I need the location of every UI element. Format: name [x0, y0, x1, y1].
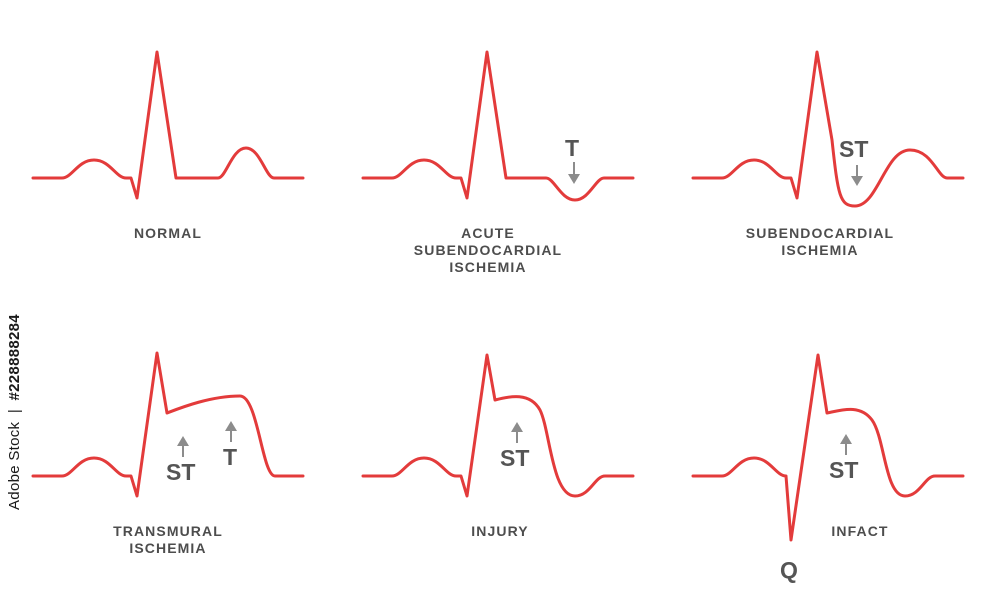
caption-line: ISCHEMIA [449, 259, 527, 275]
marker-t: T [223, 444, 238, 470]
caption-subendo: SUBENDOCARDIAL ISCHEMIA [735, 225, 905, 259]
caption-line: SUBENDOCARDIAL [413, 242, 563, 258]
marker-st: ST [166, 459, 196, 485]
caption-injury: INJURY [440, 523, 560, 540]
caption-line: ISCHEMIA [781, 242, 859, 258]
ecg-trace-infact [691, 353, 965, 542]
marker-st: ST [500, 445, 530, 471]
ecg-trace-transmural [31, 351, 305, 498]
ecg-trace-acute [361, 50, 635, 202]
caption-line: INJURY [471, 523, 529, 539]
ecg-trace-normal [31, 50, 305, 200]
caption-line: ACUTE [461, 225, 515, 241]
caption-line: SUBENDOCARDIAL [745, 225, 895, 241]
stock-separator: | [6, 408, 23, 414]
marker-st: ST [829, 457, 859, 483]
caption-infact: INFACT [800, 523, 920, 540]
arrow-down-icon [568, 162, 580, 184]
ecg-trace-subendo [691, 50, 965, 208]
caption-transmural: TRANSMURAL ISCHEMIA [98, 523, 238, 557]
marker-t: T [565, 135, 580, 161]
arrow-up-icon [225, 421, 237, 442]
stock-watermark: Adobe Stock | #228888284 [6, 314, 23, 510]
caption-line: INFACT [831, 523, 889, 539]
caption-line: TRANSMURAL [113, 523, 223, 539]
caption-line: ISCHEMIA [129, 540, 207, 556]
ecg-trace-injury [361, 353, 635, 498]
arrow-up-icon [177, 436, 189, 457]
caption-line: NORMAL [133, 225, 203, 241]
marker-st: ST [839, 136, 869, 162]
stock-source: Adobe Stock [6, 421, 23, 510]
caption-acute: ACUTE SUBENDOCARDIAL ISCHEMIA [403, 225, 573, 276]
arrow-up-icon [840, 434, 852, 455]
arrow-up-icon [511, 422, 523, 443]
stock-id: #228888284 [6, 314, 23, 401]
caption-normal: NORMAL [98, 225, 238, 242]
marker-q: Q [780, 557, 798, 583]
arrow-down-icon [851, 165, 863, 186]
